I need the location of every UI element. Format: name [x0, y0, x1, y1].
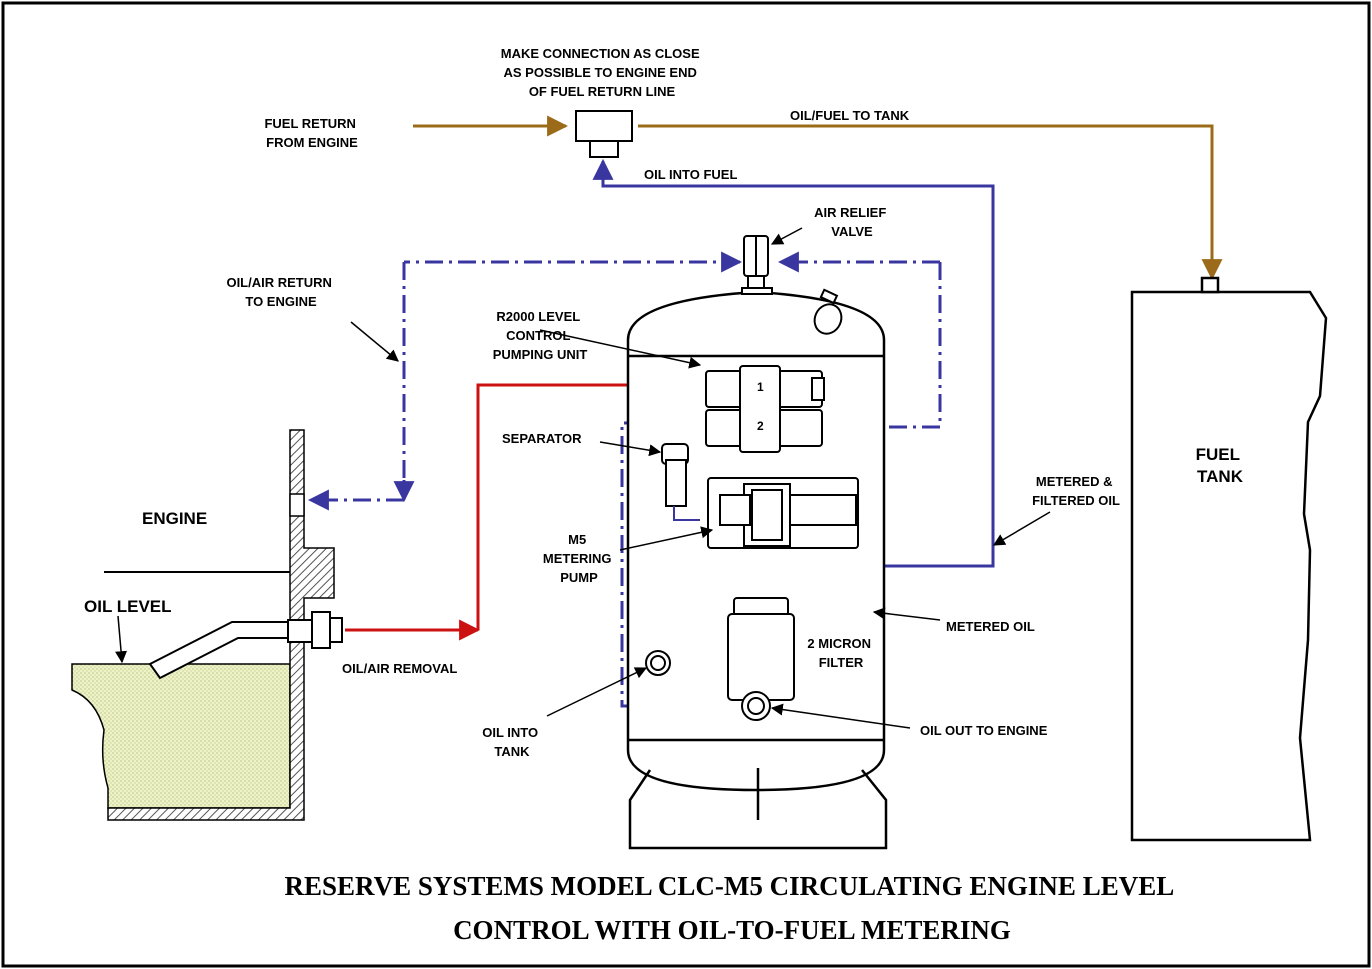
oil-out-port: [741, 691, 771, 721]
oil-into-tank-port: [645, 650, 671, 676]
r2000-label: R2000 LEVEL CONTROL PUMPING UNIT: [493, 309, 588, 362]
make-connection-label: MAKE CONNECTION AS CLOSE AS POSSIBLE TO …: [501, 46, 703, 99]
oil-pickup-tube: [148, 611, 343, 680]
tank-cap: [813, 288, 843, 335]
fuel-tank: [1130, 276, 1328, 842]
r2000-pumping-unit: [705, 365, 825, 453]
micron-filter-label: 2 MICRON FILTER: [807, 636, 874, 670]
air-relief-valve: [741, 235, 773, 295]
oil-sump: [71, 663, 291, 809]
fuel-tank-label: FUEL TANK: [1196, 445, 1245, 486]
pump-2-number: 2: [757, 419, 764, 433]
diagram-title: RESERVE SYSTEMS MODEL CLC-M5 CIRCULATING…: [285, 871, 1180, 945]
fuel-lines: [413, 115, 1223, 281]
air-relief-valve-label: AIR RELIEF VALVE: [814, 205, 890, 239]
oil-fuel-to-tank-label: OIL/FUEL TO TANK: [790, 108, 910, 123]
oil-level-label: OIL LEVEL: [84, 597, 172, 616]
oil-fuel-to-tank-line: [638, 124, 1223, 281]
engine-block: [71, 429, 335, 821]
metered-filtered-oil-label: METERED & FILTERED OIL: [1032, 474, 1120, 508]
fuel-return-label: FUEL RETURN FROM ENGINE: [264, 116, 359, 150]
oil-into-tank-label: OIL INTO TANK: [482, 725, 541, 759]
separator-label: SEPARATOR: [502, 431, 582, 446]
m5-metering-pump: [707, 477, 859, 549]
m5-metering-pump-label: M5 METERING PUMP: [543, 532, 615, 585]
leader-lines: [115, 227, 1051, 729]
oil-out-to-engine-label: OIL OUT TO ENGINE: [920, 723, 1048, 738]
micron-filter: [727, 597, 795, 701]
oil-into-fuel-line: [592, 158, 995, 545]
separator: [661, 443, 700, 521]
engine-label: ENGINE: [142, 509, 207, 528]
oil-into-fuel-label: OIL INTO FUEL: [644, 167, 737, 182]
connection-tee: [575, 110, 633, 158]
metered-oil-label: METERED OIL: [946, 619, 1035, 634]
pump-1-number: 1: [757, 380, 764, 394]
oil-air-return-label: OIL/AIR RETURN TO ENGINE: [226, 275, 335, 309]
oil-air-removal-label: OIL/AIR REMOVAL: [342, 661, 457, 676]
